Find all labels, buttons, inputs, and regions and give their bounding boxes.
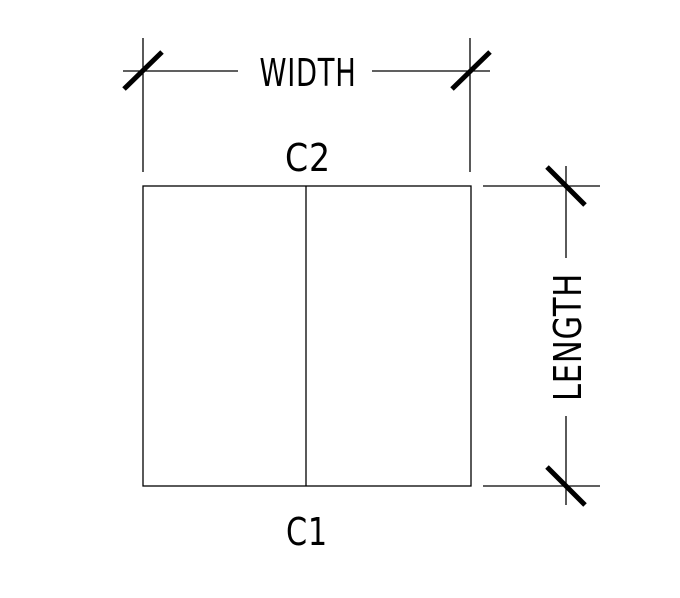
- plan-outline: [142, 185, 472, 487]
- width-tick-left: [122, 50, 164, 91]
- length-tick-top: [545, 165, 587, 207]
- length-tick-bottom: [545, 465, 587, 507]
- width-label: WIDTH: [260, 51, 357, 95]
- bottom-label-c1: C1: [286, 510, 328, 554]
- top-label-c2: C2: [285, 136, 331, 180]
- width-tick-right: [450, 50, 492, 91]
- length-label: LENGTH: [546, 273, 590, 401]
